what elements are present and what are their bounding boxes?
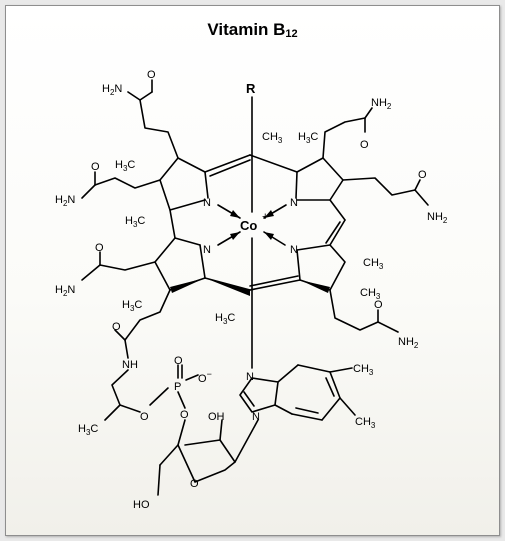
nitrogen-label: N [203,244,211,256]
oxygen-label: O [91,161,100,173]
amine-label: NH2 [371,97,392,111]
oxygen-label: O [95,242,104,254]
oxygen-label: O [418,169,427,181]
methyl-label: H3C [125,215,145,229]
amine-label: H2N [102,83,122,97]
methyl-label: H3C [215,312,235,326]
methyl-label: H3C [298,131,318,145]
nitrogen-label: N [290,197,298,209]
methyl-label: CH3 [363,257,384,271]
ring-a-bonds [159,157,206,211]
coordinate-bonds [217,96,287,369]
nitrogen-label: N [203,197,211,209]
ring-c-bonds [154,237,206,291]
stereo-wedge [205,278,250,296]
methyl-label: CH3 [353,363,374,377]
title-main: Vitamin B [207,20,286,39]
methyl-label: H3C [115,159,135,173]
title-subscript: 12 [285,28,298,40]
cobalt-charge: + [262,211,268,223]
figure-title: Vitamin B12 [0,20,505,40]
phosphorus-label: P [174,381,181,393]
atom-labels: R Co + N N N N H2N O NH2 O O NH2 O H2N O… [55,69,448,511]
oxygen-label: O [112,321,121,333]
methyl-label: CH3 [355,416,376,430]
oxygen-anion-label: O− [198,369,212,385]
methyl-label: CH3 [360,287,381,301]
benzimidazole [239,364,356,421]
methyl-label: H3C [78,423,98,437]
ring-b-bonds [296,157,344,201]
nitrogen-label: N [252,411,260,423]
oxygen-label: O [374,299,383,311]
nitrogen-label: N [246,371,254,383]
methyl-label: CH3 [262,131,283,145]
stereo-wedge [170,278,205,293]
hydroxyl-label: OH [208,411,225,423]
oxygen-label: O [360,139,369,151]
oxygen-label: O [174,355,183,367]
r-group-label: R [246,81,256,96]
cobalt-label: Co [240,218,257,233]
amine-label: H2N [55,194,75,208]
methyl-label: H3C [122,299,142,313]
oxygen-label: O [140,411,149,423]
amine-label: NH2 [398,336,419,350]
oxygen-label: O [190,478,199,490]
nh-label: NH [122,359,138,371]
oxygen-label: O [147,69,156,81]
amine-label: NH2 [427,211,448,225]
hydroxyl-label: HO [133,499,150,511]
amine-label: H2N [55,284,75,298]
ring-d-bonds [296,244,346,291]
stereo-wedge [300,280,330,293]
side-chains [81,79,429,496]
nitrogen-label: N [290,244,298,256]
oxygen-label: O [180,409,189,421]
